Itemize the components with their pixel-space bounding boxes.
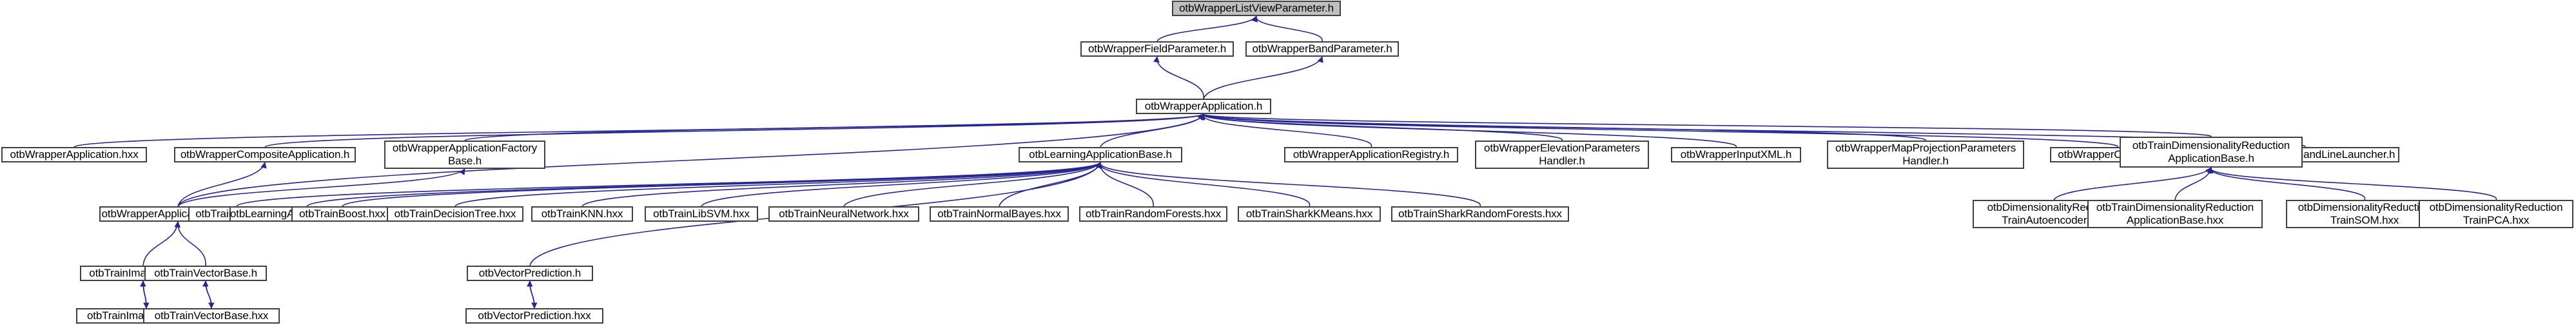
graph-edge bbox=[236, 162, 1101, 207]
graph-edge bbox=[140, 280, 147, 309]
graph-edge bbox=[1198, 113, 1737, 148]
graph-node[interactable]: otbTrainRandomForests.hxx bbox=[1079, 206, 1227, 222]
graph-node[interactable]: otbTrainSharkKMeans.hxx bbox=[1238, 206, 1381, 222]
graph-edge bbox=[2174, 167, 2214, 200]
graph-edge bbox=[306, 162, 1101, 207]
graph-edge bbox=[1095, 162, 1481, 207]
graph-node[interactable]: otbLearningApplicationBase.h bbox=[1019, 147, 1182, 162]
graph-edge bbox=[1197, 113, 1926, 141]
graph-node[interactable]: otbTrainKNN.hxx bbox=[531, 206, 633, 222]
graph-edge bbox=[1203, 56, 1323, 99]
graph-node[interactable]: otbWrapperCompositeApplication.h bbox=[174, 147, 356, 162]
graph-edge bbox=[142, 280, 150, 309]
graph-edge bbox=[2205, 167, 2497, 200]
graph-node[interactable]: otbTrainVectorBase.hxx bbox=[143, 308, 280, 324]
graph-node[interactable]: otbWrapperApplicationFactory Base.h bbox=[384, 141, 545, 169]
graph-node[interactable]: otbTrainNeuralNetwork.hxx bbox=[768, 206, 919, 222]
graph-edge bbox=[1097, 162, 1154, 207]
graph-node[interactable]: otbWrapperElevationParameters Handler.h bbox=[1475, 141, 1649, 169]
graph-edge bbox=[999, 162, 1102, 207]
graph-edge bbox=[73, 113, 1204, 148]
graph-edge bbox=[1197, 113, 1563, 141]
graph-node[interactable]: otbTrainSharkRandomForests.hxx bbox=[1391, 206, 1569, 222]
graph-node[interactable]: otbWrapperListViewParameter.h bbox=[1172, 1, 1341, 16]
graph-edge bbox=[1251, 15, 1323, 42]
graph-node[interactable]: otbWrapperApplication.h bbox=[1136, 99, 1271, 114]
graph-node[interactable]: otbVectorPrediction.hxx bbox=[465, 308, 603, 324]
graph-node[interactable]: otbDimensionalityReduction TrainPCA.hxx bbox=[2419, 200, 2573, 228]
graph-node[interactable]: otbTrainDimensionalityReduction Applicat… bbox=[2087, 200, 2263, 228]
graph-edge bbox=[342, 162, 1101, 207]
graph-node[interactable]: otbWrapperBandParameter.h bbox=[1245, 41, 1399, 57]
graph-edge bbox=[142, 221, 181, 266]
graph-edge bbox=[202, 280, 212, 309]
graph-edge bbox=[1100, 113, 1205, 148]
graph-edge bbox=[529, 280, 538, 309]
graph-edge bbox=[205, 280, 215, 309]
graph-node[interactable]: otbTrainNormalBayes.hxx bbox=[930, 206, 1069, 222]
graph-edge bbox=[843, 162, 1101, 207]
graph-node[interactable]: otbWrapperInputXML.h bbox=[1671, 147, 1801, 162]
graph-edge bbox=[454, 162, 1101, 207]
graph-edge bbox=[174, 221, 206, 266]
graph-node[interactable]: otbTrainVectorBase.h bbox=[144, 266, 267, 281]
graph-edge bbox=[581, 162, 1101, 207]
graph-node[interactable]: otbVectorPrediction.h bbox=[467, 266, 593, 281]
graph-node[interactable]: otbTrainDecisionTree.hxx bbox=[387, 206, 523, 222]
graph-edge bbox=[1095, 162, 1310, 207]
graph-node[interactable]: otbWrapperFieldParameter.h bbox=[1080, 41, 1234, 57]
graph-node[interactable]: otbTrainBoost.hxx bbox=[291, 206, 393, 222]
graph-edge bbox=[1156, 15, 1257, 42]
graph-edge bbox=[2053, 167, 2212, 200]
graph-edge bbox=[177, 162, 267, 207]
graph-edge bbox=[464, 113, 1204, 141]
graph-node[interactable]: otbWrapperMapProjectionParameters Handle… bbox=[1827, 141, 2024, 169]
graph-edge bbox=[1197, 113, 2212, 137]
graph-node[interactable]: otbDimensionalityReduction TrainSOM.hxx bbox=[2286, 200, 2443, 228]
graph-edge bbox=[527, 280, 535, 309]
graph-edge bbox=[177, 168, 465, 207]
graph-node[interactable]: otbWrapperApplication.hxx bbox=[1, 147, 147, 162]
graph-edge bbox=[1198, 113, 1372, 148]
graph-node[interactable]: otbTrainDimensionalityReduction Applicat… bbox=[2120, 137, 2303, 168]
graph-edge bbox=[2205, 167, 2365, 200]
graph-node[interactable]: otbTrainLibSVM.hxx bbox=[645, 206, 758, 222]
graph-node[interactable]: otbWrapperApplicationRegistry.h bbox=[1284, 147, 1458, 162]
graph-edge bbox=[701, 162, 1101, 207]
graph-edge bbox=[1153, 56, 1204, 99]
